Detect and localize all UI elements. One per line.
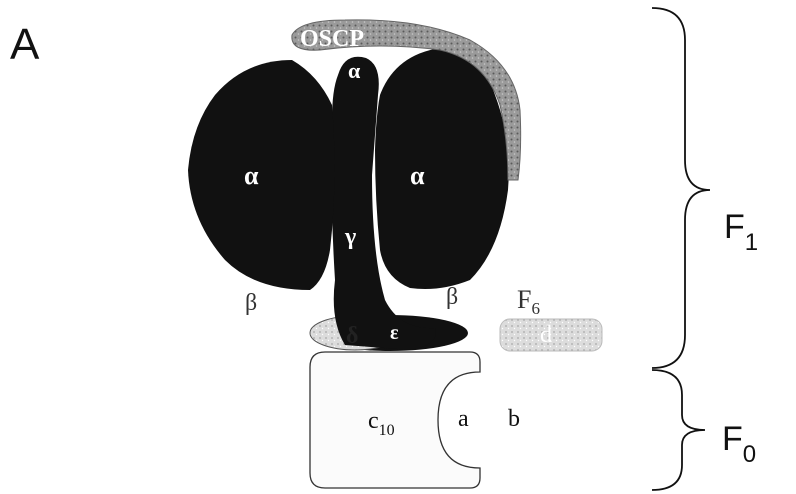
- fo-membrane-shape: [310, 352, 480, 488]
- f1-brace: [652, 8, 710, 368]
- alpha-beta-left-shape: [188, 60, 335, 290]
- epsilon-label: ε: [390, 322, 399, 344]
- f1-bracket-label: F1: [724, 208, 758, 253]
- subunit-a-label: a: [458, 406, 469, 432]
- beta-left-label: β: [245, 290, 257, 316]
- f0-bracket-label: F0: [722, 420, 756, 465]
- delta-label: δ: [346, 323, 358, 349]
- alpha-beta-right-shape: [375, 48, 509, 289]
- alpha-left-label: α: [244, 161, 259, 190]
- f0-brace: [652, 370, 705, 490]
- alpha-right-label: α: [410, 161, 425, 190]
- subunit-d-label: d: [540, 322, 552, 348]
- subunit-b-label: b: [508, 406, 520, 432]
- beta-right-label: β: [446, 284, 458, 310]
- gamma-label: γ: [344, 224, 356, 250]
- alpha-top-label: α: [348, 58, 361, 83]
- f6-label: F6: [517, 285, 540, 318]
- oscp-label: OSCP: [300, 26, 364, 52]
